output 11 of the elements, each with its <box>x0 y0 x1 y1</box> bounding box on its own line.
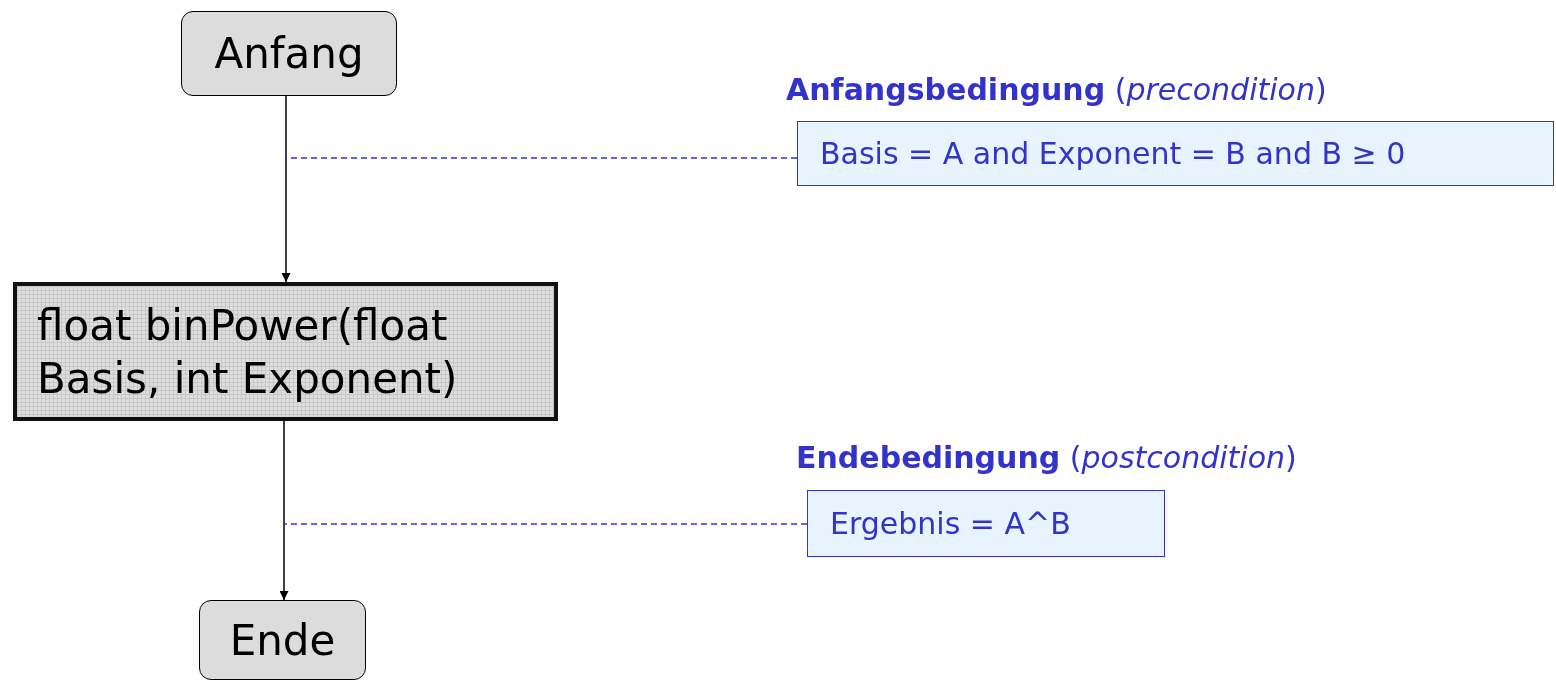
process-box: float binPower(float Basis, int Exponent) <box>13 282 558 421</box>
leader-line <box>283 523 808 525</box>
leader-line <box>285 157 798 159</box>
condition-box: Basis = A and Exponent = B and B ≥ 0 <box>797 121 1554 186</box>
arrow <box>281 95 291 283</box>
arrow <box>279 420 289 601</box>
end-terminal: Ende <box>199 600 366 680</box>
condition-heading: Endebedingung (postcondition) <box>796 440 1297 475</box>
condition-box: Ergebnis = A^B <box>807 490 1165 557</box>
condition-heading: Anfangsbedingung (precondition) <box>786 72 1327 107</box>
start-terminal: Anfang <box>181 11 397 96</box>
